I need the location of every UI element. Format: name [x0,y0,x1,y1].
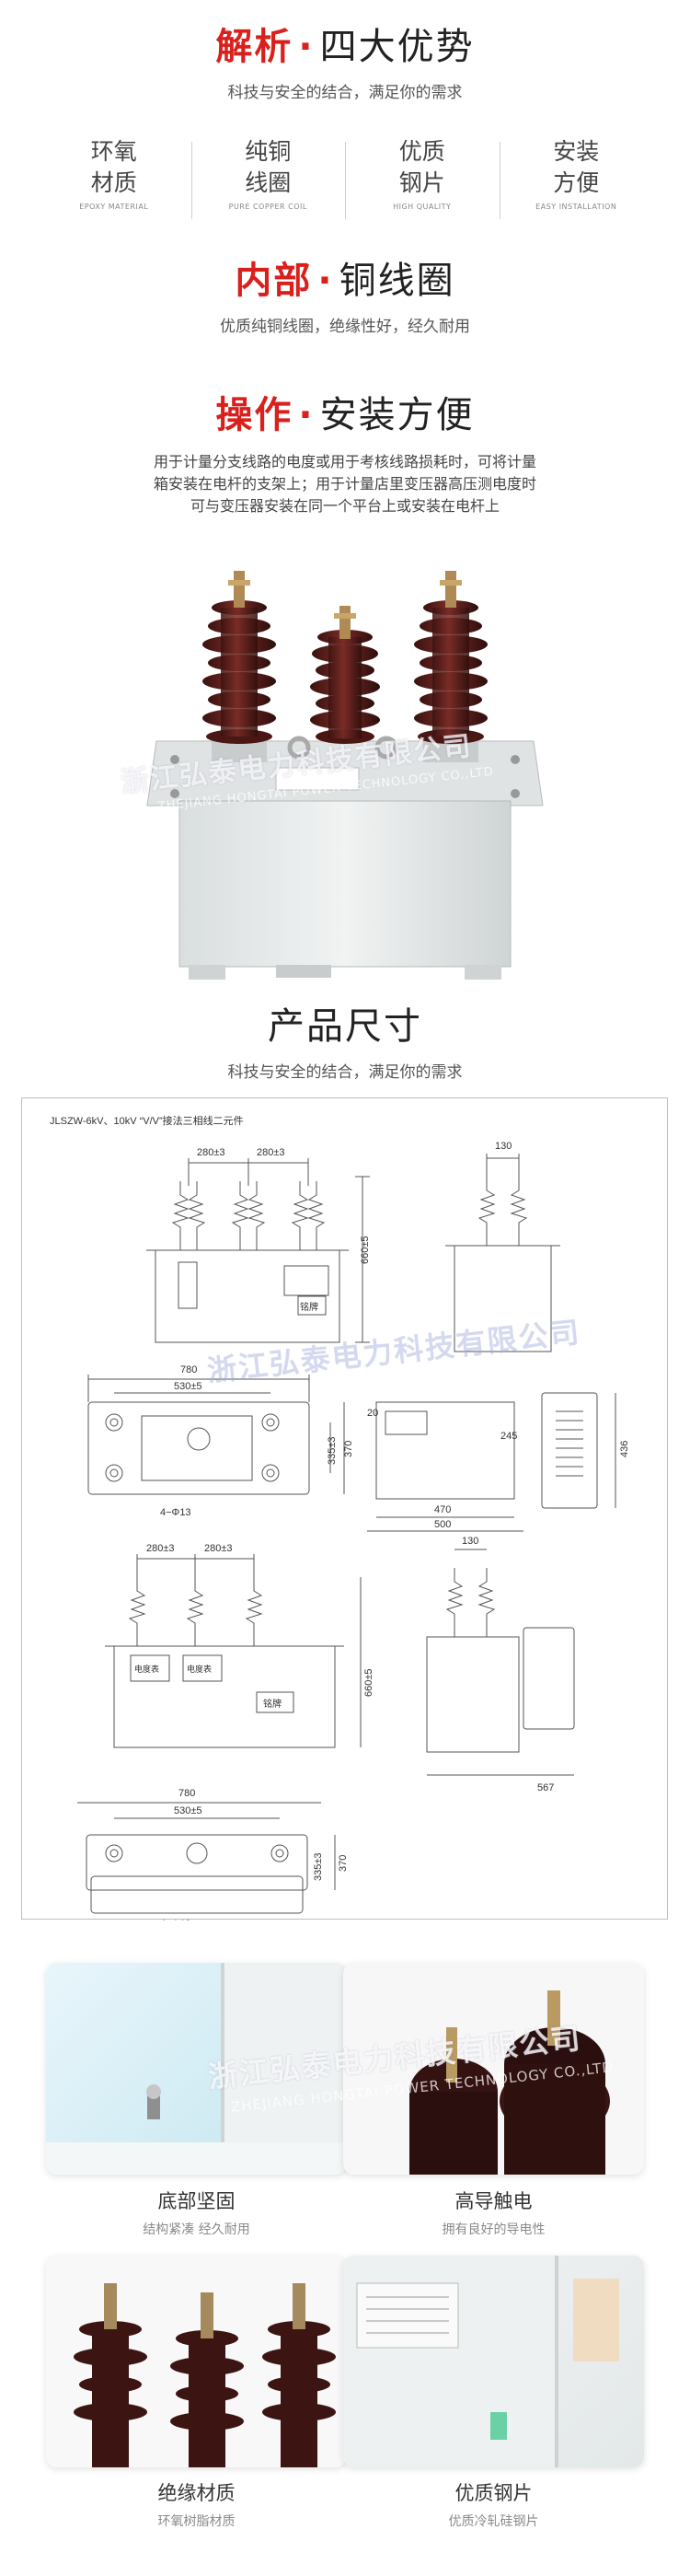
advantage-install: 安装 方便 EASY INSTALLATION [499,136,654,225]
nameplate-bottom: 铭牌 [263,1698,282,1710]
title-dot: · [298,26,315,68]
section-title-coil: 内部·铜线圈 [0,250,690,304]
section-subtitle-advantages: 科技与安全的结合，满足你的需求 [227,84,463,102]
dim-530-bottom: 530±5 [174,1805,202,1816]
caption-steel: 优质钢片 优质冷轧硅钢片 [343,2478,644,2530]
dimension-drawing: JLSZW-6kV、10kV “V/V”接法三相线二元件 280±3 280±3… [21,1097,668,1920]
dim-567: 567 [537,1782,554,1793]
install-line: 用于计量分支线路的电度或用于考核线路损耗时，可将计量 [153,453,536,470]
title-dot: · [298,394,315,436]
nameplate-top: 铭牌 [300,1301,318,1313]
dim-280-c: 280±3 [146,1543,175,1554]
advantage-line1: 纯铜 [245,138,292,165]
title-dark-part: 安装方便 [319,394,475,436]
dim-530-top: 530±5 [174,1381,202,1392]
section-title-dimensions: 产品尺寸 [0,996,690,1050]
photo-steel [343,2256,644,2467]
section-title-advantages: 解析·四大优势 [0,17,690,70]
advantage-epoxy: 环氧 材质 EPOXY MATERIAL [37,136,191,225]
insulation-illustration [74,2283,336,2467]
dim-436: 436 [619,1441,630,1457]
title-red-part: 解析 [215,26,293,68]
dim-780-bottom: 780 [178,1788,195,1799]
advantage-line1: 优质 [398,138,445,165]
title-dark-part: 铜线圈 [339,260,455,302]
dim-4phi-top: 4−Φ13 [160,1507,191,1518]
caption-contact: 高导触电 拥有良好的导电性 [343,2187,644,2238]
advantage-english: PURE COPPER COIL [228,203,307,211]
dim-500: 500 [434,1519,451,1530]
photo-contact [343,1963,644,2175]
section-subtitle-dimensions: 科技与安全的结合，满足你的需求 [227,1063,463,1082]
dim-370-bottom: 370 [338,1855,349,1872]
caption-insulation: 绝缘材质 环氧树脂材质 [46,2478,347,2530]
feature-subtitle: 拥有良好的导电性 [442,2222,546,2237]
dim-245: 245 [500,1431,517,1442]
dim-370-top: 370 [343,1441,354,1457]
feature-title: 绝缘材质 [157,2482,236,2504]
bushing-right [414,571,488,762]
dim-780-top: 780 [180,1364,197,1375]
meter-label-a: 电度表 [134,1664,159,1674]
dimensions-title: 产品尺寸 [268,1005,422,1048]
title-red-part: 操作 [215,394,293,436]
drawing-caption: JLSZW-6kV、10kV “V/V”接法三相线二元件 [50,1114,244,1127]
dim-280-d: 280±3 [204,1543,233,1554]
transformer-image: 浙江弘泰电力科技有限公司 ZHEJIANG HONGTAI POWER TECH… [120,552,552,1004]
technical-drawing-svg: JLSZW-6kV、10kV “V/V”接法三相线二元件 280±3 280±3… [50,1114,630,1920]
title-dark-part: 四大优势 [319,26,475,68]
feature-subtitle: 结构紧凑 经久耐用 [143,2222,250,2237]
dim-470: 470 [434,1504,451,1515]
caption-base: 底部坚固 结构紧凑 经久耐用 [46,2187,347,2238]
dim-280-b: 280±3 [257,1147,285,1158]
bushing-left [202,571,276,762]
dim-20: 20 [367,1408,378,1419]
feature-title: 高导触电 [454,2190,533,2212]
dim-660-top: 660±5 [360,1236,371,1264]
advantage-line2: 钢片 [398,169,445,196]
dim-335-top: 335±3 [327,1436,338,1465]
meter-label-b: 电度表 [187,1664,212,1674]
photo-insulation [46,2256,347,2467]
install-line: 可与变压器安装在同一个平台上或安装在电杆上 [190,497,500,515]
advantage-line2: 材质 [90,169,137,196]
advantages-grid: 环氧 材质 EPOXY MATERIAL 纯铜 线圈 PURE COPPER C… [37,136,653,225]
title-dot: · [317,260,334,302]
dim-4phi-bottom: 4−Φ13 [160,1919,191,1920]
section-subtitle-coil: 优质纯铜线圈，绝缘性好，经久耐用 [220,318,470,336]
dim-130-bottom: 130 [462,1536,478,1547]
advantage-steel: 优质 钢片 HIGH QUALITY [345,136,500,225]
advantage-english: EASY INSTALLATION [535,203,617,211]
advantage-line2: 方便 [553,169,600,196]
advantage-line1: 安装 [553,138,600,165]
advantage-english: HIGH QUALITY [393,203,452,211]
install-description: 用于计量分支线路的电度或用于考核线路损耗时，可将计量 箱安装在电杆的支架上；用于… [55,451,635,517]
dim-660-bottom: 660±5 [363,1668,374,1697]
dim-280-a: 280±3 [197,1147,225,1158]
feature-subtitle: 优质冷轧硅钢片 [448,2514,539,2529]
dim-130-top: 130 [495,1141,512,1152]
dim-335-bottom: 335±3 [313,1852,324,1881]
feature-title: 底部坚固 [157,2190,236,2212]
advantage-copper: 纯铜 线圈 PURE COPPER COIL [190,136,346,225]
bushing-middle [310,606,380,744]
steel-illustration [343,2256,619,2467]
advantage-line1: 环氧 [90,138,137,165]
photo-base [46,1963,347,2175]
feature-subtitle: 环氧树脂材质 [157,2514,236,2529]
install-line: 箱安装在电杆的支架上；用于计量店里变压器高压测电度时 [153,475,536,493]
feature-title: 优质钢片 [454,2482,533,2504]
base-illustration [46,1963,347,2175]
section-title-install: 操作·安装方便 [0,385,690,438]
title-red-part: 内部 [235,260,313,302]
contact-illustration [409,1990,610,2175]
transformer-illustration [146,571,544,980]
advantage-line2: 线圈 [245,169,292,196]
advantage-english: EPOXY MATERIAL [79,203,149,211]
